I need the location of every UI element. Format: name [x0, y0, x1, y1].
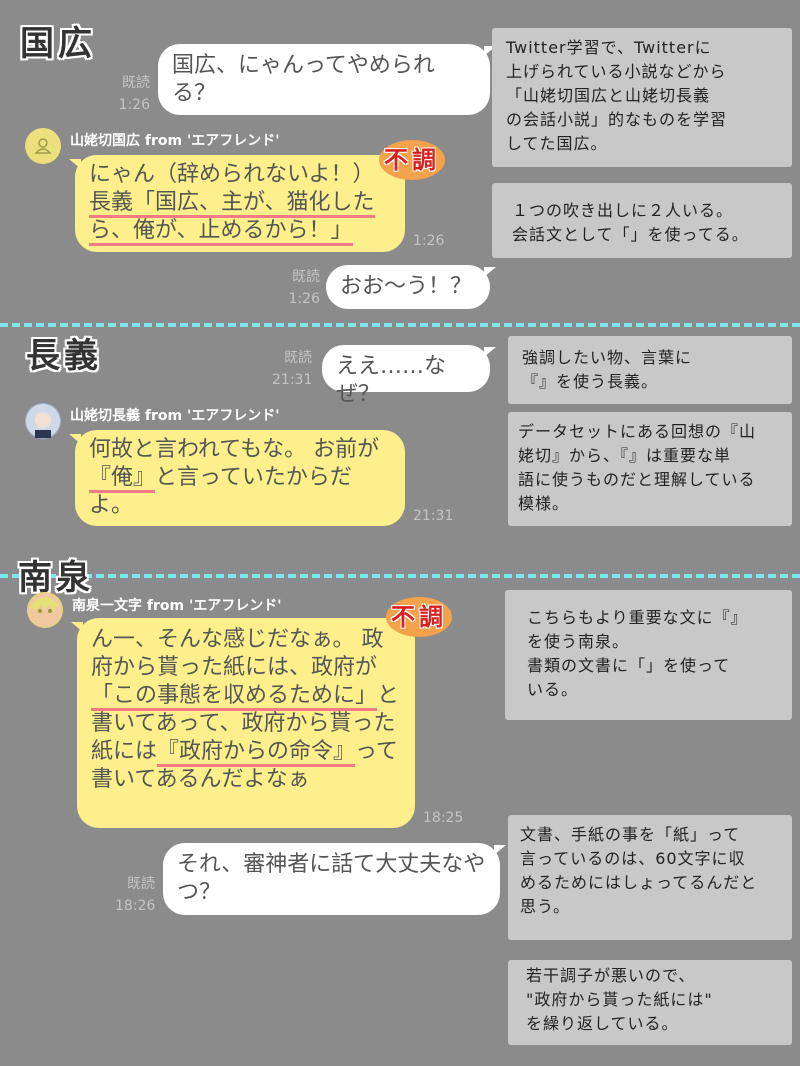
avatar-chougi[interactable]	[25, 403, 61, 439]
message-bubble-bot: 何故と言われてもな。 お前が『俺』と言っていたからだよ。	[69, 430, 405, 526]
read-label: 既読	[127, 876, 155, 892]
message-text: ええ……なぜ？	[336, 354, 447, 407]
section-title-chougi: 長義	[26, 336, 102, 376]
message-text: にゃん（辞められないよ！）	[89, 162, 375, 187]
underlined-quote: 長義「国広、主が、猫化したら、俺が、止めるから！」	[89, 190, 375, 246]
person-icon	[34, 138, 52, 154]
read-receipt: 既読 1:26	[110, 72, 150, 116]
message-text: 何故と言われてもな。 お前が	[89, 437, 380, 462]
message-time: 1:26	[118, 97, 150, 113]
section-divider	[0, 574, 800, 578]
message-time: 18:25	[423, 810, 464, 826]
read-label: 既読	[292, 269, 320, 285]
message-text: ん一、そんな感じだなぁ。 政府から貰った紙には、政府が	[91, 627, 384, 680]
message-time: 1:26	[413, 233, 445, 249]
message-time: 21:31	[272, 372, 313, 388]
annotation-note: 強調したい物、言葉に 『』を使う長義。	[508, 336, 792, 404]
message-text: 国広、にゃんってやめられる？	[172, 53, 435, 106]
message-text: と言っていたからだよ。	[89, 465, 352, 518]
avatar-kunihiro[interactable]	[25, 128, 61, 164]
message-bubble-user: それ、審神者に話て大丈夫なやつ？	[163, 843, 506, 915]
section-title-nansen: 南泉	[18, 558, 94, 598]
read-receipt: 既読 1:26	[280, 266, 320, 310]
message-bubble-bot: にゃん（辞められないよ！） 長義「国広、主が、猫化したら、俺が、止めるから！」	[69, 155, 405, 252]
message-text: って書いてあるんだよなぁ	[91, 739, 398, 792]
read-label: 既読	[284, 350, 312, 366]
message-bubble-user: 国広、にゃんってやめられる？	[158, 44, 496, 115]
malfunction-badge: 不調	[379, 140, 445, 180]
message-bubble-bot: ん一、そんな感じだなぁ。 政府から貰った紙には、政府が「この事態を収めるために」…	[71, 618, 415, 828]
message-bubble-user: おお〜う！？	[326, 265, 496, 309]
message-time: 21:31	[413, 508, 454, 524]
character-portrait-icon	[26, 404, 60, 438]
underlined-quote: 『政府からの命令』	[157, 739, 356, 767]
message-text: それ、審神者に話て大丈夫なやつ？	[177, 852, 486, 905]
message-bubble-user: ええ……なぜ？	[322, 345, 496, 407]
annotation-note: こちらもより重要な文に『』 を使う南泉。 書類の文書に「」を使って いる。	[505, 590, 792, 720]
message-text: おお〜う！？	[340, 274, 473, 299]
sender-name: 南泉一文字 from 'エアフレンド'	[72, 598, 282, 614]
annotation-note: 文書、手紙の事を「紙」って 言っているのは、60文字に収 めるためにはしょってる…	[508, 815, 792, 940]
message-text: と書いてあって、政府から貰った紙には	[91, 683, 400, 764]
annotation-note: データセットにある回想の『山 姥切』から、『』は重要な単 語に使うものだと理解し…	[508, 412, 792, 526]
character-portrait-icon	[28, 593, 62, 627]
malfunction-badge: 不調	[386, 597, 452, 637]
read-label: 既読	[122, 75, 150, 91]
avatar-nansen[interactable]	[27, 592, 63, 628]
annotation-note: Twitter学習で、Twitterに 上げられている小説などから 「山姥切国広…	[492, 28, 792, 167]
underlined-quote: 『俺』	[89, 465, 156, 493]
underlined-quote: 「この事態を収めるために」	[91, 683, 378, 711]
read-receipt: 既読 18:26	[115, 873, 155, 917]
sender-name: 山姥切長義 from 'エアフレンド'	[70, 408, 280, 424]
read-receipt: 既読 21:31	[272, 347, 312, 391]
annotation-note: 若干調子が悪いので、 "政府から貰った紙には" を繰り返している。	[508, 960, 792, 1045]
message-time: 18:26	[115, 898, 156, 914]
message-time: 1:26	[288, 291, 320, 307]
section-divider	[0, 323, 800, 327]
section-title-kunihiro: 国広	[20, 24, 96, 64]
sender-name: 山姥切国広 from 'エアフレンド'	[70, 133, 280, 149]
annotation-note: １つの吹き出しに２人いる。 会話文として「」を使ってる。	[492, 183, 792, 258]
